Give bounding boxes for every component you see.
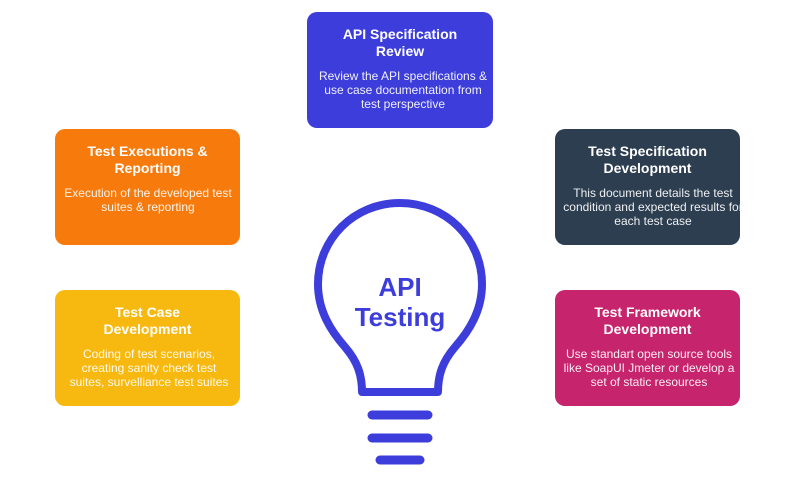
center-title-line2: Testing: [354, 302, 446, 332]
card-api-specification-review: API Specification Review Review the API …: [307, 12, 493, 128]
lightbulb-icon: [314, 199, 486, 465]
card-test-executions-reporting: Test Executions & Reporting Execution of…: [55, 129, 240, 245]
card-title: Test Case Development: [103, 304, 192, 337]
card-test-specification-development: Test Specification Development This docu…: [555, 129, 743, 245]
card-title: Test Framework Development: [594, 304, 701, 337]
card-description: Use standart open source tools like Soap…: [563, 347, 735, 389]
card-test-framework-development: Test Framework Development Use standart …: [555, 290, 740, 406]
center-title-line1: API: [378, 272, 422, 302]
card-description: Coding of test scenarios, creating sanit…: [69, 347, 229, 389]
card-description: Execution of the developed test suites &…: [64, 186, 232, 214]
center-title: API Testing: [330, 272, 470, 332]
card-test-case-development: Test Case Development Coding of test sce…: [55, 290, 240, 406]
card-description: Review the API specifications & use case…: [318, 69, 488, 111]
card-title: Test Executions & Reporting: [87, 143, 208, 176]
card-description: This document details the test condition…: [563, 186, 743, 228]
bulb-outline: [314, 199, 486, 396]
card-title: Test Specification Development: [588, 143, 707, 176]
card-title: API Specification Review: [342, 26, 458, 59]
